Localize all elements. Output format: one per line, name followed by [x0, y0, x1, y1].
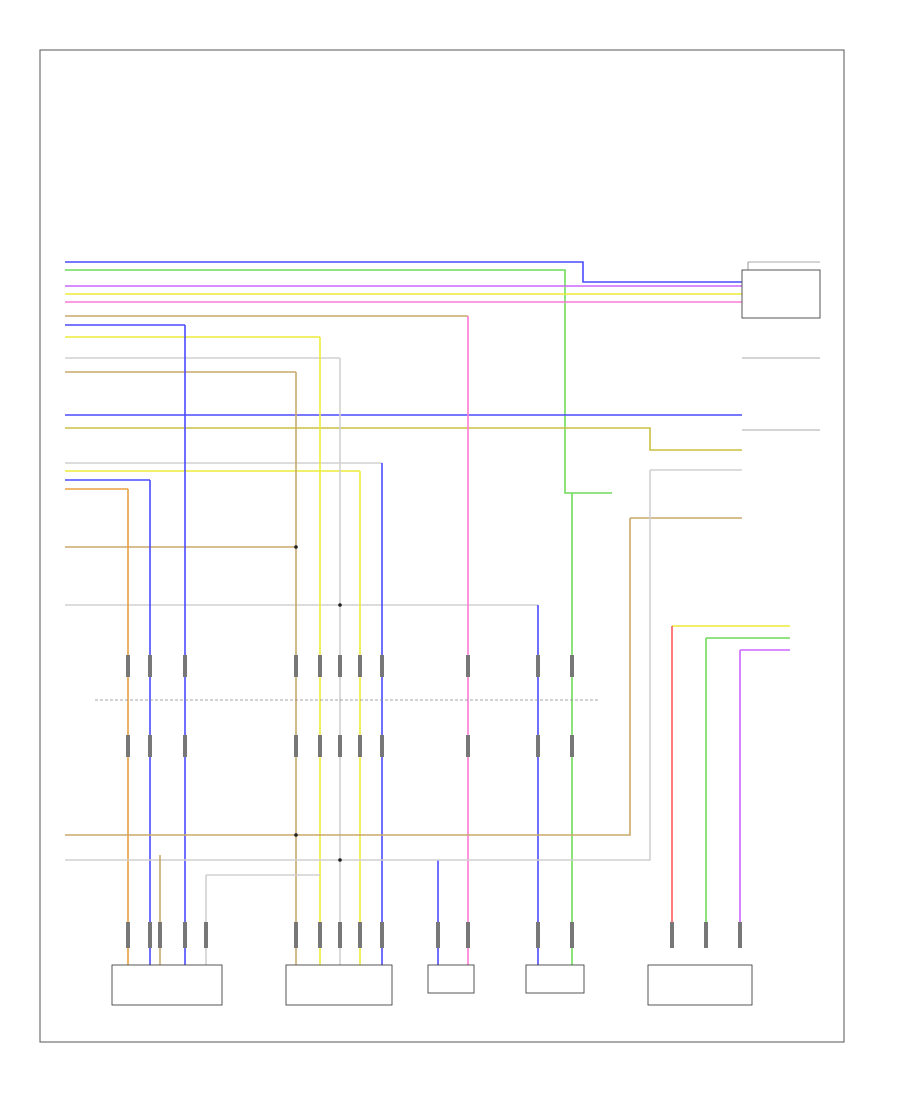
terminal-stub — [204, 922, 208, 948]
connector-stub — [338, 655, 342, 677]
terminal-stub — [318, 922, 322, 948]
connector-stubs-lower — [126, 735, 574, 757]
vertical-wires — [65, 316, 651, 965]
terminal-stub — [436, 922, 440, 948]
connector-stub — [126, 735, 130, 757]
terminal-stub — [183, 922, 187, 948]
terminal-stub — [158, 922, 162, 948]
terminal-stub — [126, 922, 130, 948]
wire-olive-1 — [65, 427, 742, 451]
wire-tan-bottom — [65, 518, 631, 836]
wire-gray-bottom — [65, 470, 651, 861]
terminal-stub — [294, 922, 298, 948]
connector-stub — [358, 655, 362, 677]
connector-stubs-upper — [126, 655, 574, 677]
terminal-stub — [536, 922, 540, 948]
connector-stub — [380, 655, 384, 677]
component-4 — [525, 964, 585, 994]
top-bus-wires — [65, 261, 742, 606]
right-side-wires — [630, 469, 790, 925]
connector-stub — [358, 735, 362, 757]
component-3 — [427, 964, 475, 994]
connector-stub — [148, 735, 152, 757]
splice-points — [294, 545, 342, 862]
terminal-stub — [570, 922, 574, 948]
component-2 — [285, 964, 393, 1006]
connector-stub — [148, 655, 152, 677]
component-1 — [111, 964, 223, 1006]
connector-stub — [183, 655, 187, 677]
top-right-component — [741, 261, 821, 431]
diagram-border — [39, 49, 845, 1043]
connector-stub — [338, 735, 342, 757]
connector-stub — [466, 655, 470, 677]
wire-green-1 — [65, 269, 612, 494]
connector-stub — [536, 735, 540, 757]
connector-stub — [318, 655, 322, 677]
connector-stub — [380, 735, 384, 757]
connector-stubs-bottom — [126, 922, 742, 948]
terminal-stub — [358, 922, 362, 948]
connector-stub — [294, 735, 298, 757]
terminal-stub — [704, 922, 708, 948]
component-5 — [647, 964, 753, 1006]
terminal-stub — [338, 922, 342, 948]
connector-stub — [466, 735, 470, 757]
terminal-stub — [380, 922, 384, 948]
terminal-stub — [670, 922, 674, 948]
top-right-module — [741, 269, 821, 319]
connector-stub — [536, 655, 540, 677]
connector-stub — [183, 735, 187, 757]
connector-stub — [294, 655, 298, 677]
terminal-stub — [466, 922, 470, 948]
connector-stub — [570, 655, 574, 677]
connector-stub — [318, 735, 322, 757]
bottom-components — [111, 964, 753, 1006]
connector-stub — [126, 655, 130, 677]
terminal-stub — [738, 922, 742, 948]
connector-stub — [570, 735, 574, 757]
terminal-stub — [148, 922, 152, 948]
wire-blue-1 — [65, 261, 742, 283]
